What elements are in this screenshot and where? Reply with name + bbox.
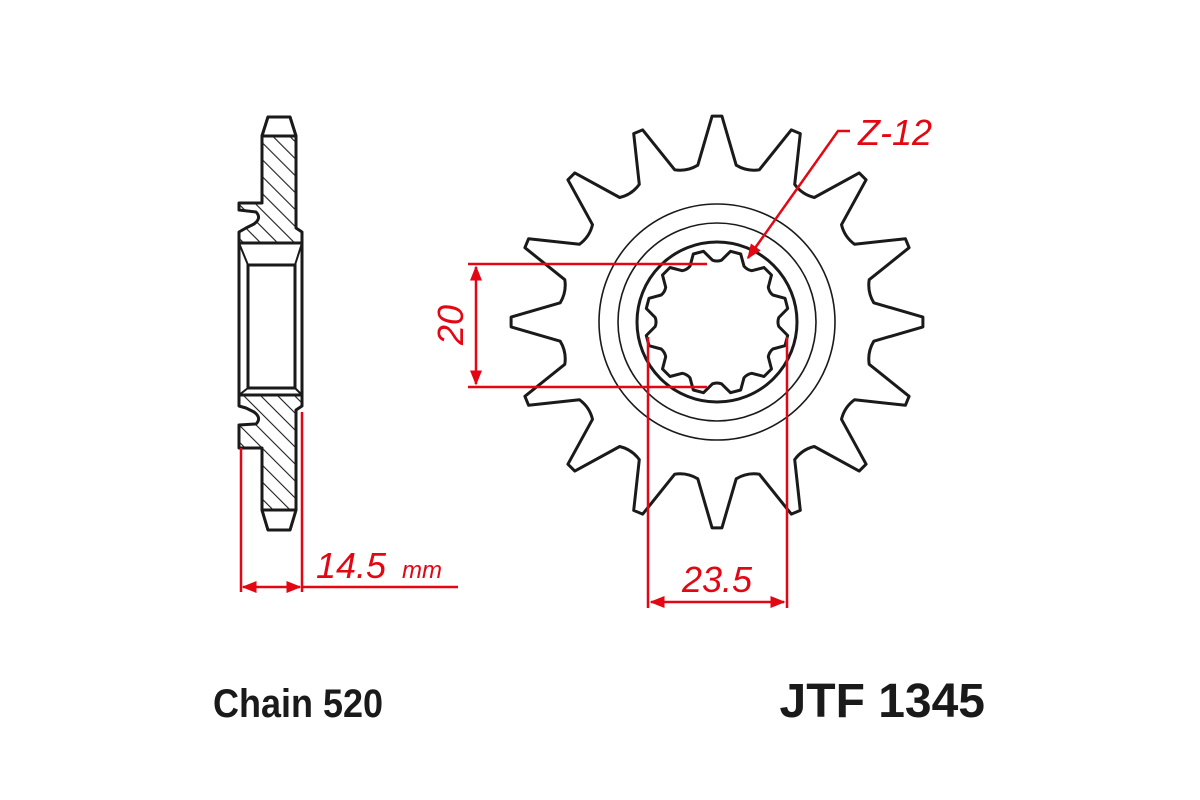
outer-diameter-value: 23.5 [681, 559, 753, 600]
width-dimension: 14.5 mm [239, 412, 458, 593]
width-value: 14.5 [316, 545, 387, 586]
chain-label: Chain 520 [213, 682, 383, 726]
width-unit: mm [402, 557, 442, 584]
spline-count-label: Z-12 [857, 112, 932, 153]
inner-diameter-value: 20 [430, 305, 471, 346]
side-bore [246, 263, 297, 390]
hub-circle-inner [635, 240, 799, 404]
hub-circle-outer [598, 203, 836, 441]
spline-count-leader: Z-12 [746, 112, 932, 260]
spline-outline [644, 249, 790, 395]
outer-diameter-dimension: 23.5 [646, 337, 789, 608]
side-view: 14.5 mm [237, 115, 458, 593]
inner-diameter-dimension: 20 [430, 262, 707, 389]
part-number-label: JTF 1345 [780, 675, 985, 728]
hub-circle-middle [617, 222, 817, 422]
front-view: 20 23.5 Z-12 [430, 112, 932, 608]
side-upper-section [237, 115, 304, 245]
